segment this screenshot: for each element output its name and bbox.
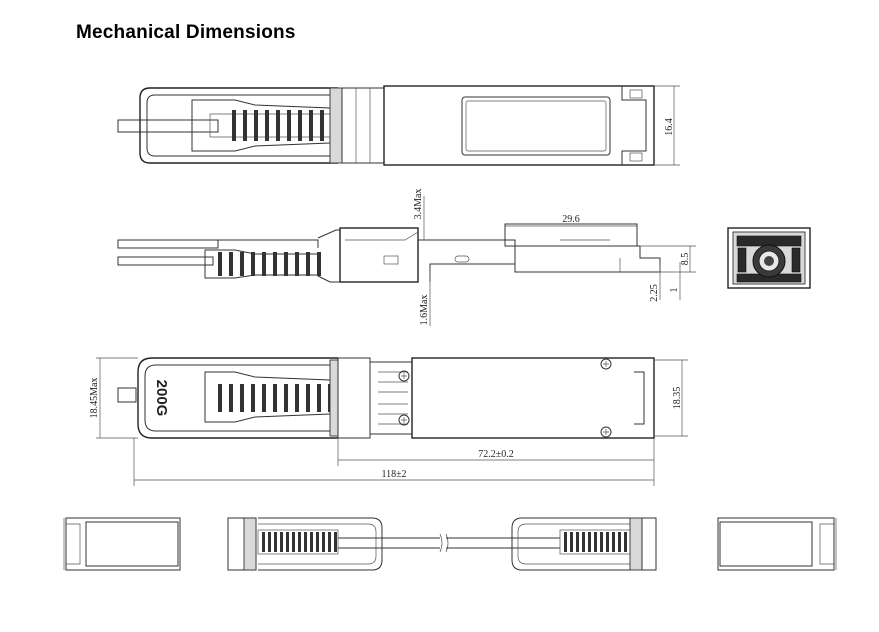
screw-icon <box>398 414 410 426</box>
boot-rib <box>251 384 255 412</box>
dim-side-length: 29.6 <box>562 214 580 225</box>
boot-rib <box>624 532 627 552</box>
side-cable-lower <box>117 256 214 266</box>
dim-module-length: 72.2±0.2 <box>478 449 514 460</box>
pull-tab-print: 200G <box>153 380 170 417</box>
boot-rib <box>273 384 277 412</box>
boot-rib <box>306 252 310 276</box>
boot-rib <box>251 252 255 276</box>
boot-rib <box>328 532 331 552</box>
top-pull-tab <box>139 87 338 164</box>
boot-rib <box>295 252 299 276</box>
top-module-shell <box>383 85 655 166</box>
dim-top-height: 16.4 <box>664 118 675 136</box>
boot-rib <box>229 384 233 412</box>
side-boot-ribs <box>218 252 321 276</box>
boot-rib <box>606 532 609 552</box>
boot-rib <box>600 532 603 552</box>
boot-rib <box>317 252 321 276</box>
boot-rib <box>298 532 301 552</box>
boot-rib <box>317 384 321 412</box>
page-title: Mechanical Dimensions <box>76 22 296 43</box>
side-top-plate <box>504 223 638 247</box>
boot-rib <box>618 532 621 552</box>
boot-rib <box>287 110 291 141</box>
screw-icon <box>600 358 612 370</box>
boot-rib <box>582 532 585 552</box>
boot-rib <box>570 532 573 552</box>
side-housing <box>339 227 419 283</box>
top-view: 16.4 <box>117 85 680 166</box>
top-collar <box>329 87 343 164</box>
end-view <box>727 227 811 289</box>
boot-rib <box>594 532 597 552</box>
dim-bottom-height: 18.35 <box>672 387 683 410</box>
cable-assembly-view <box>63 517 837 571</box>
screw-icon <box>600 426 612 438</box>
dim-side-min: 1.6Max <box>419 295 430 326</box>
boot-rib <box>304 532 307 552</box>
bottom-view: 200G 18.45Max 18.35 <box>89 357 688 486</box>
bottom-pcb <box>369 361 413 435</box>
bottom-module-shell <box>411 357 655 439</box>
top-label-window <box>461 96 611 156</box>
boot-rib <box>262 532 265 552</box>
boot-rib <box>320 110 324 141</box>
boot-rib <box>273 252 277 276</box>
boot-rib <box>232 110 236 141</box>
boot-rib <box>265 110 269 141</box>
dim-side-2-25: 2.25 <box>649 284 660 302</box>
boot-rib <box>280 532 283 552</box>
bottom-pull-tab <box>137 357 338 439</box>
boot-rib <box>564 532 567 552</box>
boot-rib <box>262 384 266 412</box>
boot-rib <box>229 252 233 276</box>
boot-rib <box>284 252 288 276</box>
boot-rib <box>295 384 299 412</box>
boot-rib <box>254 110 258 141</box>
dim-overall-length: 118±2 <box>381 469 406 480</box>
dim-side-height: 8.5 <box>680 253 691 266</box>
boot-rib <box>268 532 271 552</box>
boot-rib <box>322 532 325 552</box>
boot-rib <box>292 532 295 552</box>
boot-rib <box>286 532 289 552</box>
boot-rib <box>612 532 615 552</box>
boot-rib <box>274 532 277 552</box>
side-view: 29.6 3.4Max 1.6Max 8.5 2.25 1 <box>117 189 696 326</box>
boot-rib <box>218 252 222 276</box>
top-boot-ribs <box>232 110 324 141</box>
boot-rib <box>334 532 337 552</box>
boot-rib <box>276 110 280 141</box>
dim-side-max: 3.4Max <box>413 189 424 220</box>
screw-icon <box>398 370 410 382</box>
boot-rib <box>243 110 247 141</box>
side-cable-upper <box>117 239 219 249</box>
boot-rib <box>588 532 591 552</box>
boot-rib <box>298 110 302 141</box>
dim-bottom-width-max: 18.45Max <box>89 378 100 419</box>
top-cable <box>117 119 219 133</box>
bottom-boot <box>204 371 331 423</box>
boot-rib <box>262 252 266 276</box>
boot-rib <box>309 110 313 141</box>
bottom-boot-ribs <box>218 384 332 412</box>
dim-side-1: 1 <box>669 288 680 293</box>
boot-rib <box>240 384 244 412</box>
boot-rib <box>240 252 244 276</box>
boot-rib <box>316 532 319 552</box>
boot-rib <box>218 384 222 412</box>
boot-rib <box>576 532 579 552</box>
boot-rib <box>284 384 288 412</box>
boot-rib <box>310 532 313 552</box>
boot-rib <box>306 384 310 412</box>
